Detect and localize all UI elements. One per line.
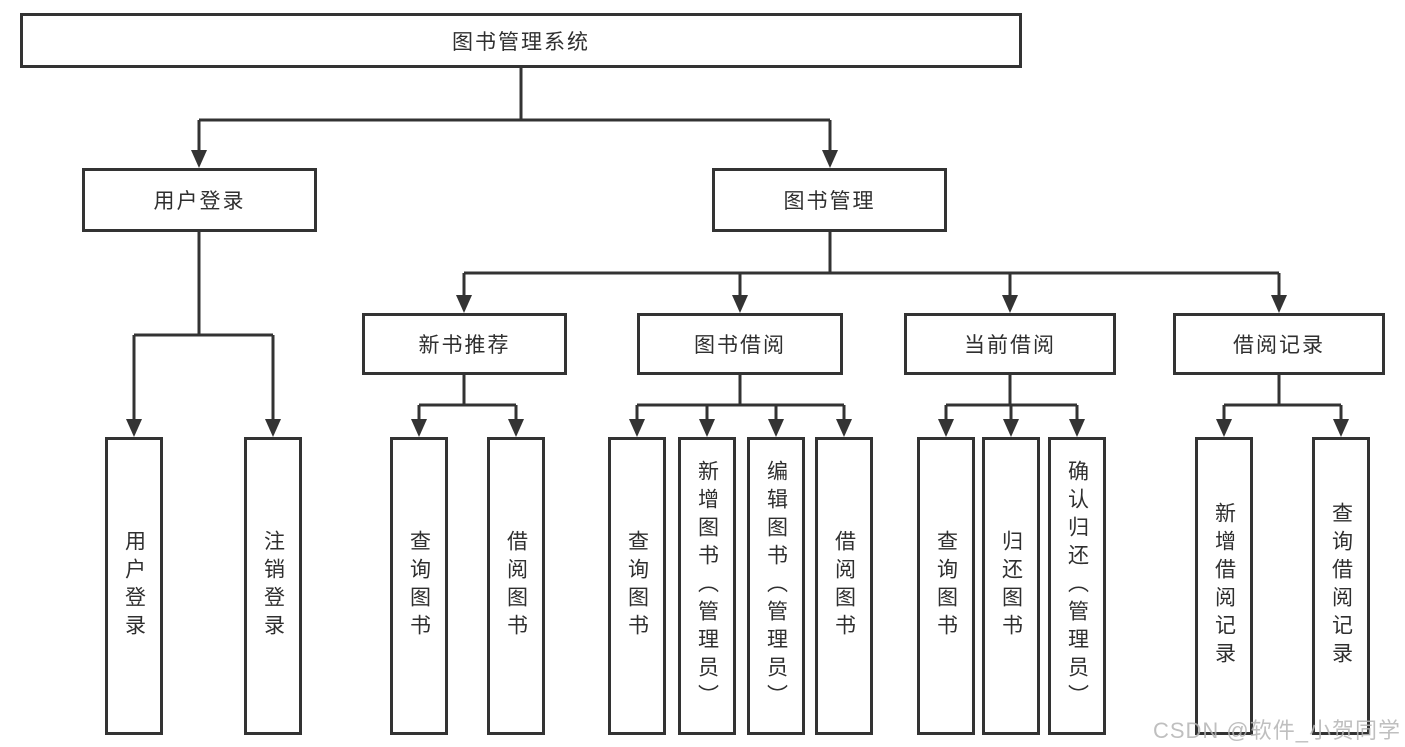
leaf-query-books-borrow: 查询图书 — [608, 437, 666, 735]
node-book-borrow: 图书借阅 — [637, 313, 843, 375]
connector-borrow-records-to-leaves — [1222, 375, 1343, 425]
node-current-borrow: 当前借阅 — [904, 313, 1116, 375]
arrowheads — [126, 150, 1349, 437]
leaf-borrow-books: 借阅图书 — [815, 437, 873, 735]
leaf-borrow-books-recommend: 借阅图书 — [487, 437, 545, 735]
connector-user-login-to-leaves — [132, 232, 275, 425]
connector-book-mgmt-to-level3 — [462, 232, 1281, 301]
node-new-book-recommend: 新书推荐 — [362, 313, 567, 375]
leaf-return-books: 归还图书 — [982, 437, 1040, 735]
connector-book-borrow-to-leaves — [635, 375, 846, 425]
leaf-edit-books-admin: 编辑图书（管理员） — [747, 437, 805, 735]
leaf-add-books-admin: 新增图书（管理员） — [678, 437, 736, 735]
node-root: 图书管理系统 — [20, 13, 1022, 68]
node-borrow-records: 借阅记录 — [1173, 313, 1385, 375]
leaf-query-books-current: 查询图书 — [917, 437, 975, 735]
node-book-mgmt: 图书管理 — [712, 168, 947, 232]
leaf-query-books-recommend: 查询图书 — [390, 437, 448, 735]
leaf-add-borrow-record: 新增借阅记录 — [1195, 437, 1253, 735]
leaf-user-login: 用户登录 — [105, 437, 163, 735]
connector-root-to-level2 — [197, 68, 832, 156]
leaf-confirm-return-admin: 确认归还（管理员） — [1048, 437, 1106, 735]
connector-current-borrow-to-leaves — [944, 375, 1079, 425]
node-user-login: 用户登录 — [82, 168, 317, 232]
connector-new-book-recommend-to-leaves — [417, 375, 518, 425]
leaf-logout: 注销登录 — [244, 437, 302, 735]
leaf-query-borrow-record: 查询借阅记录 — [1312, 437, 1370, 735]
